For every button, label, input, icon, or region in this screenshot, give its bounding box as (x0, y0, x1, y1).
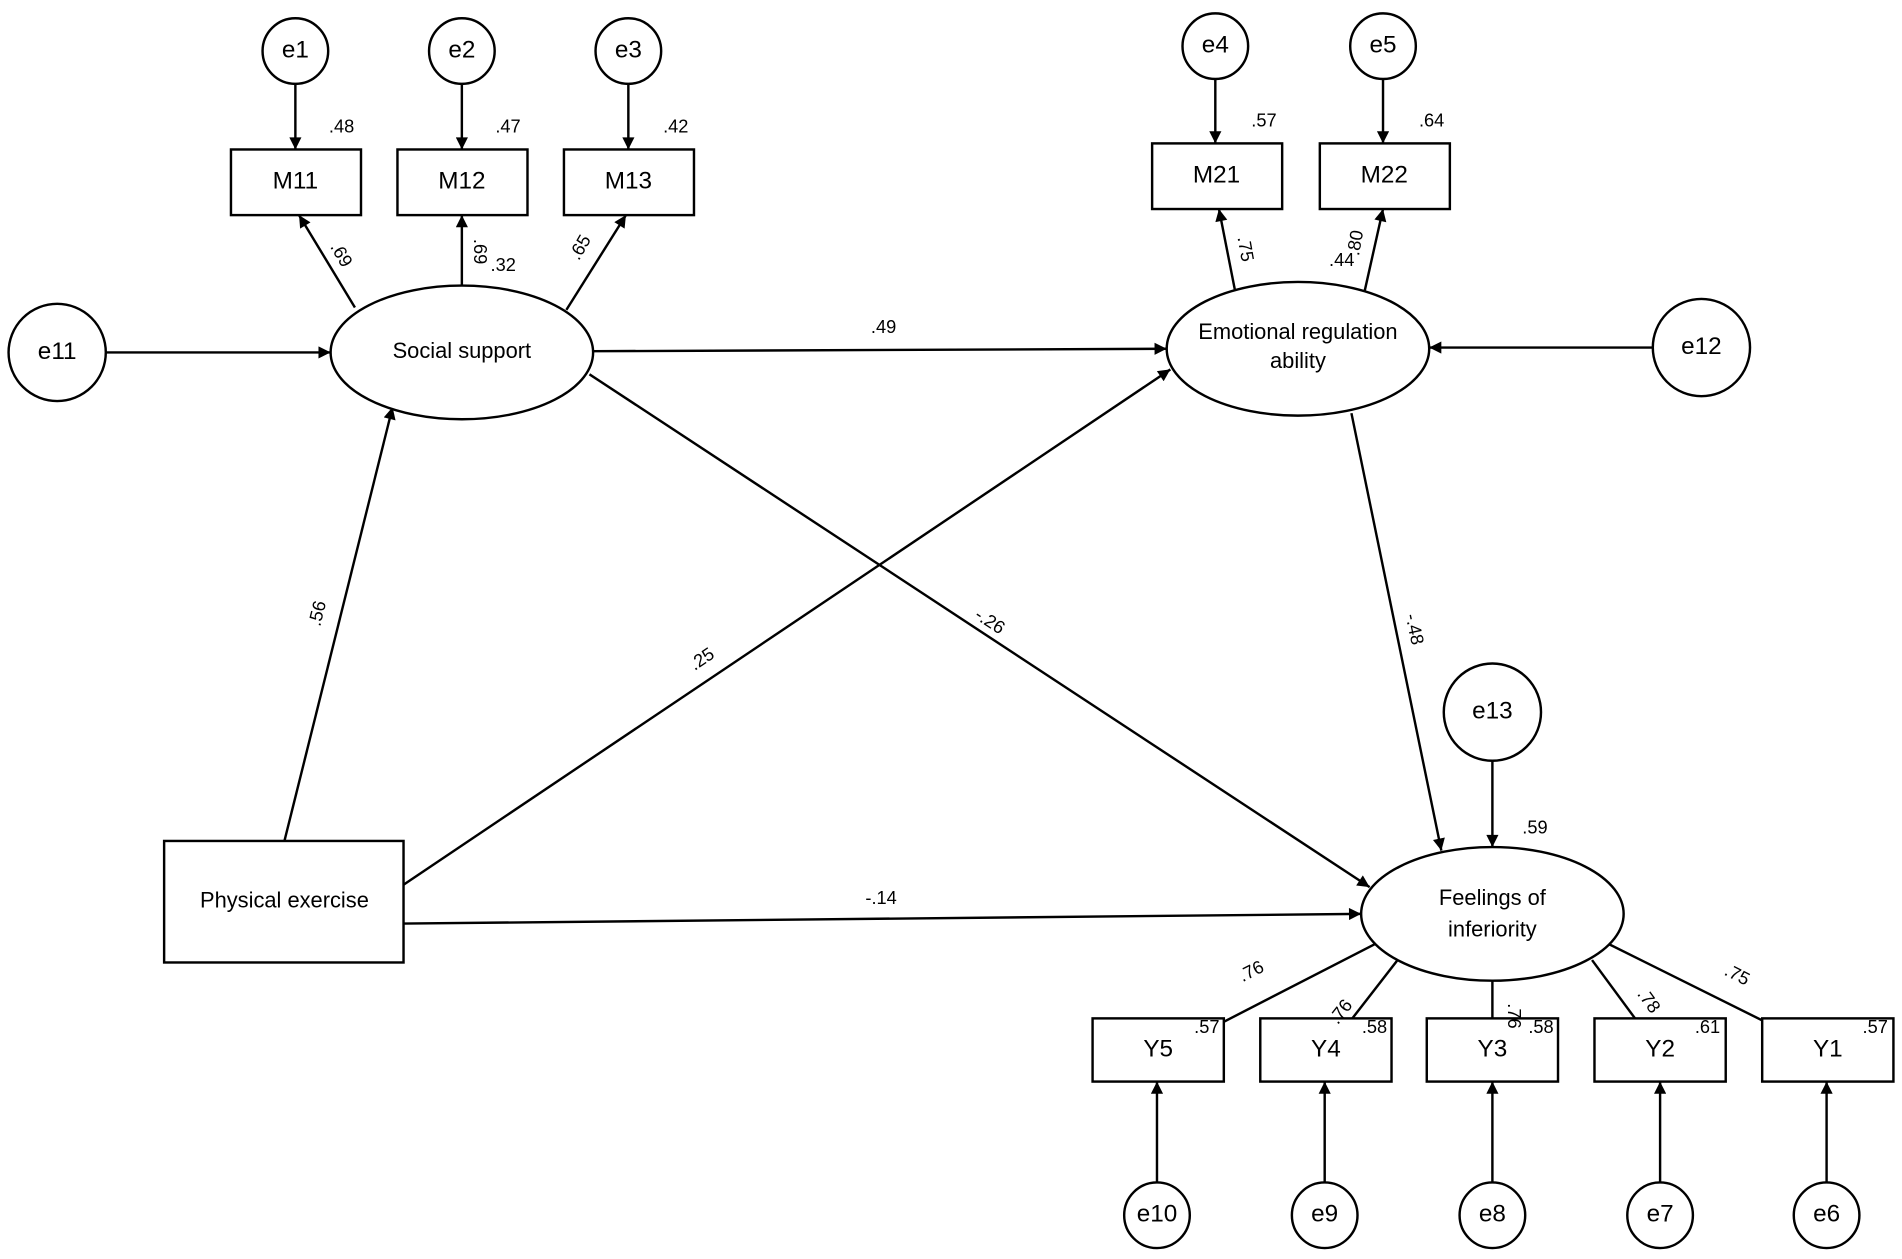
error-terms: e1 e2 e3 e4 e5 e11 e12 e13 e10 e9 e8 e7 … (7, 12, 1861, 1250)
coef-label: .76 (1235, 956, 1267, 985)
label: M11 (273, 168, 318, 195)
error-e12[interactable]: e12 (1651, 297, 1752, 398)
coef-label: .59 (1522, 818, 1547, 838)
coef-label: .69 (470, 239, 490, 264)
coef-label: .65 (565, 231, 595, 263)
label: M22 (1361, 162, 1408, 189)
error-e3[interactable]: e3 (594, 17, 663, 86)
coef-label: .25 (686, 644, 718, 675)
label: ability (1270, 348, 1326, 373)
path-ss-m11 (297, 214, 356, 309)
coefficients: .48 .47 .42 .57 .64 .69 .69 .32 .65 .75 … (305, 110, 1888, 1037)
label: e8 (1479, 1201, 1506, 1228)
path-ss-fi (588, 373, 1371, 889)
latent-variables: Social support Emotional regulation abili… (329, 280, 1625, 982)
coef-label: .42 (663, 116, 688, 136)
coef-label: .78 (1633, 985, 1664, 1017)
coef-label: .75 (1721, 960, 1753, 989)
error-e2[interactable]: e2 (427, 17, 496, 86)
label: e4 (1202, 32, 1229, 59)
observed-physical-exercise[interactable]: Physical exercise (162, 839, 405, 964)
coef-label: .61 (1695, 1017, 1720, 1037)
label: e6 (1813, 1201, 1840, 1228)
coef-label: -.48 (1402, 612, 1428, 647)
paths (105, 78, 1833, 1183)
label: e9 (1311, 1201, 1338, 1228)
latent-social-support[interactable]: Social support (329, 284, 595, 421)
label: Feelings of (1439, 885, 1547, 910)
label: Emotional regulation (1198, 319, 1397, 344)
label: inferiority (1448, 917, 1537, 942)
latent-emotional-regulation[interactable]: Emotional regulation ability (1165, 280, 1431, 417)
observed-y4[interactable]: Y4 (1259, 1017, 1393, 1083)
path-pe-fi (403, 907, 1362, 925)
observed-m12[interactable]: M12 (396, 148, 529, 217)
path-ss-m13 (565, 214, 627, 311)
observed-y1[interactable]: Y1 (1760, 1017, 1895, 1083)
label: M21 (1193, 162, 1240, 189)
label: Physical exercise (200, 887, 369, 912)
label: e5 (1370, 32, 1397, 59)
coef-label: .58 (1528, 1017, 1553, 1037)
label: Y2 (1645, 1035, 1675, 1062)
label: M13 (605, 168, 652, 195)
label: e11 (38, 338, 77, 365)
error-e1[interactable]: e1 (261, 17, 330, 86)
error-e8[interactable]: e8 (1458, 1181, 1527, 1250)
path-er-m21 (1215, 208, 1236, 290)
label: e12 (1681, 333, 1722, 360)
observed-m13[interactable]: M13 (562, 148, 696, 217)
error-e9[interactable]: e9 (1290, 1181, 1359, 1250)
label: Y1 (1813, 1035, 1843, 1062)
coef-label: .75 (1234, 235, 1258, 263)
error-e7[interactable]: e7 (1626, 1181, 1695, 1250)
coef-label: .56 (305, 599, 331, 628)
coef-label: .76 (1504, 1003, 1524, 1028)
observed-m11[interactable]: M11 (229, 148, 363, 217)
observed-m21[interactable]: M21 (1150, 142, 1284, 211)
observed-y2[interactable]: Y2 (1593, 1017, 1727, 1083)
coef-label: .49 (871, 317, 896, 337)
label: Social support (393, 338, 532, 363)
coef-label: -.14 (865, 888, 896, 908)
path-pe-er (402, 368, 1172, 886)
coef-label: .44 (1329, 250, 1354, 270)
observed-m22[interactable]: M22 (1318, 142, 1452, 211)
label: e7 (1647, 1201, 1674, 1228)
error-e11[interactable]: e11 (7, 302, 108, 403)
label: e13 (1472, 698, 1513, 725)
coef-label: .48 (329, 116, 354, 136)
error-e10[interactable]: e10 (1122, 1181, 1192, 1250)
error-e6[interactable]: e6 (1792, 1181, 1861, 1250)
observed-variables: M11 M12 M13 M21 M22 Physical exercise Y5… (162, 142, 1895, 1083)
coef-label: .80 (1343, 229, 1367, 257)
label: e3 (615, 36, 642, 63)
label: e1 (282, 36, 309, 63)
coef-label: -.26 (971, 604, 1008, 638)
label: e10 (1137, 1201, 1178, 1228)
coef-label: .47 (495, 116, 520, 136)
error-e13[interactable]: e13 (1442, 662, 1543, 762)
coef-label: .58 (1362, 1017, 1387, 1037)
label: Y4 (1311, 1035, 1341, 1062)
path-er-m22 (1363, 208, 1387, 291)
coef-label: .64 (1419, 110, 1444, 130)
error-e5[interactable]: e5 (1348, 12, 1418, 81)
coef-label: .57 (1194, 1017, 1219, 1037)
latent-feelings-of-inferiority[interactable]: Feelings of inferiority (1359, 845, 1625, 982)
observed-y3[interactable]: Y3 (1425, 1017, 1560, 1083)
path-pe-ss (283, 406, 396, 842)
path-ss-er (593, 342, 1167, 355)
label: Y3 (1478, 1035, 1508, 1062)
coef-label: .57 (1863, 1017, 1888, 1037)
path-er-fi (1350, 412, 1445, 851)
coef-label: .32 (491, 255, 516, 275)
error-e4[interactable]: e4 (1181, 12, 1250, 81)
label: Y5 (1143, 1035, 1173, 1062)
label: M12 (438, 168, 485, 195)
observed-y5[interactable]: Y5 (1091, 1017, 1226, 1083)
coef-label: .57 (1251, 110, 1276, 130)
label: e2 (448, 36, 475, 63)
